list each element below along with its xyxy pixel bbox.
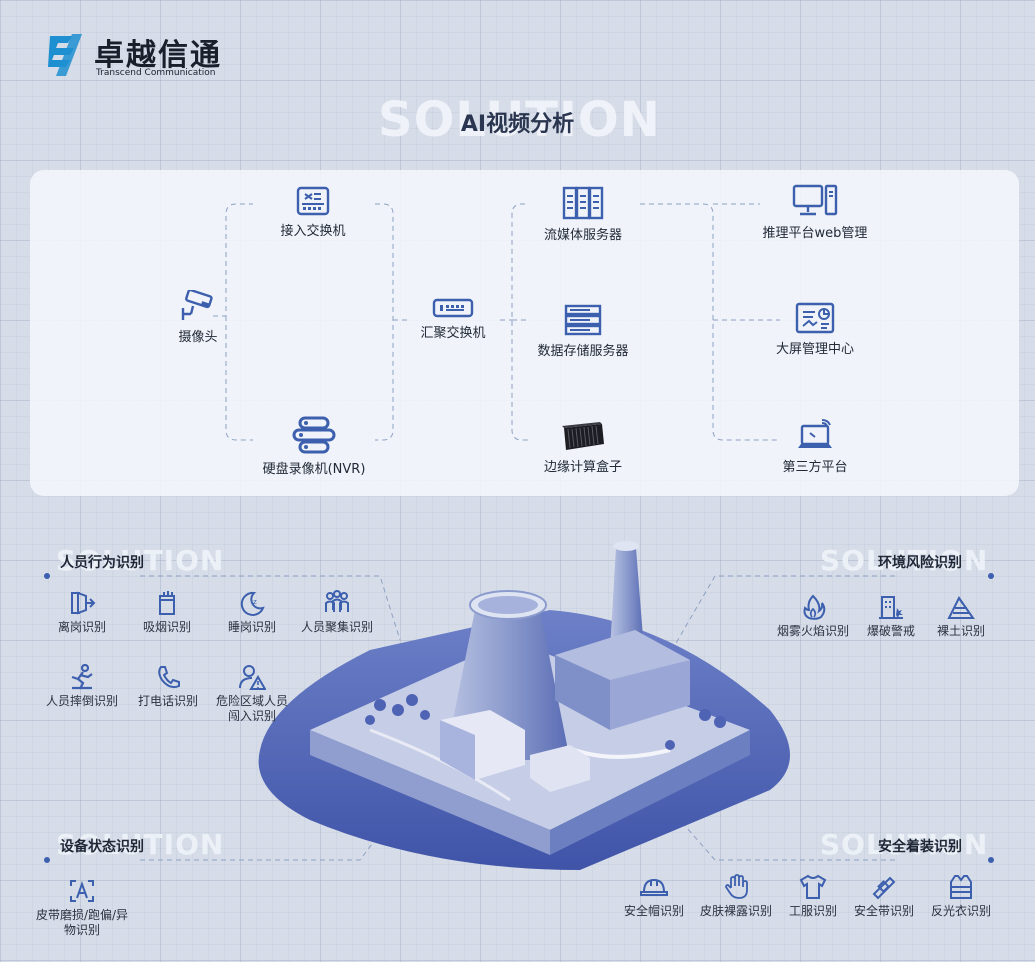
server-rack-icon (562, 186, 604, 220)
web-platform-node[interactable]: 推理平台web管理 (756, 184, 874, 241)
item-leave-post[interactable]: 离岗识别 (48, 590, 116, 635)
environment-watermark: SOLUTION (820, 544, 989, 577)
item-crowd[interactable]: 人员聚集识别 (296, 590, 378, 635)
hand-icon (725, 874, 748, 899)
safety-watermark: SOLUTION (820, 828, 989, 861)
vest-icon (950, 875, 972, 899)
storage-icon (564, 304, 602, 336)
svg-text:z: z (253, 598, 257, 606)
item-label: 人员摔倒识别 (45, 694, 118, 708)
item-label: 皮肤裸露识别 (699, 904, 772, 918)
title-watermark: SOLUTION (378, 92, 661, 148)
phone-icon (158, 666, 180, 689)
item-label: 工服识别 (788, 904, 837, 918)
personnel-watermark: SOLUTION (56, 544, 225, 577)
item-label: 爆破警戒 (866, 624, 915, 638)
edge-box-label: 边缘计算盒子 (543, 460, 622, 475)
equipment-section-title: 设备状态识别 (60, 839, 144, 855)
item-blasting[interactable]: 爆破警戒 (860, 594, 922, 639)
dashboard-icon (795, 302, 835, 334)
item-label: 打电话识别 (137, 694, 198, 708)
item-bare-soil[interactable]: 裸土识别 (930, 594, 992, 639)
item-label: 离岗识别 (57, 620, 106, 634)
scan-a-icon (70, 880, 94, 902)
edge-box-node[interactable]: 边缘计算盒子 (532, 420, 634, 475)
screen-center-label: 大屏管理中心 (775, 342, 854, 357)
camera-node[interactable]: 摄像头 (160, 290, 236, 345)
soil-icon (947, 596, 975, 619)
item-smoke-fire[interactable]: 烟雾火焰识别 (770, 594, 856, 639)
item-belt-fault[interactable]: 皮带磨损/跑偏/异物识别 (34, 878, 130, 938)
personnel-section-title: 人员行为识别 (60, 555, 144, 571)
nvr-icon (292, 416, 336, 454)
storage-server-label: 数据存储服务器 (537, 344, 629, 359)
item-reflective-vest[interactable]: 反光衣识别 (926, 874, 996, 919)
cigarette-icon (159, 591, 175, 615)
item-skin-exposure[interactable]: 皮肤裸露识别 (694, 874, 778, 919)
logo-english-name: Transcend Communication (96, 68, 216, 78)
item-safety-belt[interactable]: 安全带识别 (848, 874, 920, 919)
item-helmet[interactable]: 安全帽识别 (618, 874, 690, 919)
person-warning-icon (239, 665, 266, 690)
sleep-moon-icon: z (240, 591, 265, 616)
nvr-node[interactable]: 硬盘录像机(NVR) (252, 416, 376, 477)
fall-icon (71, 664, 93, 690)
exit-door-icon (71, 591, 96, 615)
access-switch-label: 接入交换机 (280, 224, 346, 239)
belt-icon (872, 876, 896, 900)
helmet-icon (640, 878, 668, 896)
web-platform-label: 推理平台web管理 (762, 226, 868, 241)
media-server-node[interactable]: 流媒体服务器 (530, 186, 636, 243)
item-label: 烟雾火焰识别 (776, 624, 849, 638)
logo-chinese-name: 卓越信通 (94, 38, 222, 73)
item-label: 安全带识别 (853, 904, 914, 918)
shirt-icon (799, 874, 827, 899)
third-party-label: 第三方平台 (782, 460, 848, 475)
camera-icon (181, 290, 213, 320)
media-server-label: 流媒体服务器 (543, 228, 622, 243)
industrial-island-illustration (258, 541, 790, 870)
item-label: 皮带磨损/跑偏/异物识别 (35, 908, 129, 937)
third-party-node[interactable]: 第三方平台 (772, 418, 858, 475)
equipment-watermark: SOLUTION (56, 828, 225, 861)
brand-logo[interactable]: 卓越信通 Transcend Communication (44, 28, 244, 84)
item-label: 反光衣识别 (930, 904, 991, 918)
item-label: 人员聚集识别 (300, 620, 373, 634)
nvr-label: 硬盘录像机(NVR) (262, 462, 366, 477)
desktop-icon (792, 184, 838, 216)
item-workwear[interactable]: 工服识别 (784, 874, 842, 919)
item-label: 危险区域人员闯入识别 (215, 694, 288, 723)
item-label: 安全帽识别 (623, 904, 684, 918)
flame-icon (803, 594, 826, 620)
safety-section-title: 安全着装识别 (878, 839, 962, 855)
item-smoking[interactable]: 吸烟识别 (133, 590, 201, 635)
screen-center-node[interactable]: 大屏管理中心 (764, 302, 866, 357)
item-phone[interactable]: 打电话识别 (132, 664, 204, 709)
laptop-icon (798, 419, 832, 448)
item-danger-zone[interactable]: 危险区域人员闯入识别 (214, 664, 290, 724)
camera-label: 摄像头 (178, 330, 218, 345)
item-label: 裸土识别 (936, 624, 985, 638)
building-blast-icon (879, 596, 903, 619)
logo-mark-icon (48, 34, 82, 76)
item-fall[interactable]: 人员摔倒识别 (40, 664, 124, 709)
storage-server-node[interactable]: 数据存储服务器 (528, 304, 638, 359)
item-label: 吸烟识别 (142, 620, 191, 634)
aggregation-switch-node[interactable]: 汇聚交换机 (408, 298, 498, 341)
crowd-icon (325, 590, 349, 612)
access-switch-node[interactable]: 接入交换机 (263, 186, 363, 239)
item-label: 睡岗识别 (227, 620, 276, 634)
switch-icon (432, 298, 474, 318)
aggregation-switch-label: 汇聚交换机 (420, 326, 486, 341)
edge-box-icon (562, 422, 604, 450)
item-sleeping[interactable]: z 睡岗识别 (218, 590, 286, 635)
page-title: AI视频分析 (460, 112, 575, 137)
switch-icon (296, 186, 330, 216)
environment-section-title: 环境风险识别 (878, 555, 962, 571)
